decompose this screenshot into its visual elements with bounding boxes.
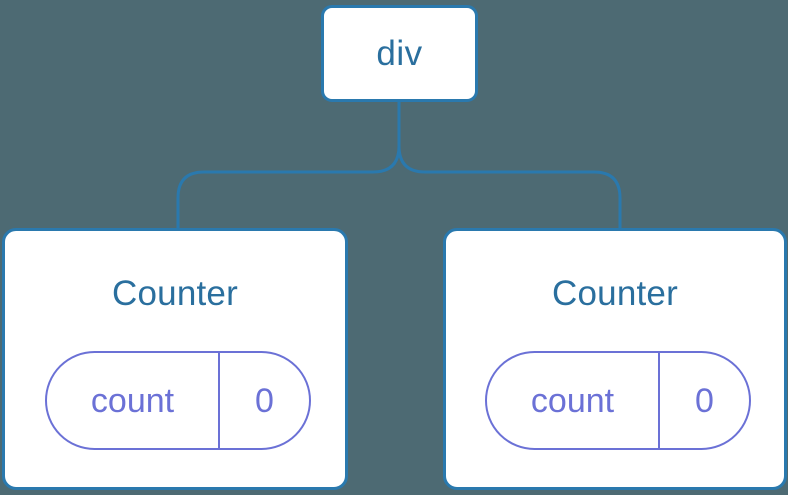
state-pill-1-value-cell: 0 bbox=[660, 353, 749, 448]
state-pill-0[interactable]: count 0 bbox=[45, 351, 311, 450]
node-counter-0-title: Counter bbox=[112, 274, 238, 313]
state-pill-1[interactable]: count 0 bbox=[485, 351, 751, 450]
node-counter-1[interactable]: Counter count 0 bbox=[443, 228, 787, 490]
state-pill-1-value: 0 bbox=[695, 381, 714, 420]
node-counter-0[interactable]: Counter count 0 bbox=[2, 228, 348, 490]
state-pill-1-key: count bbox=[530, 381, 615, 420]
node-counter-1-title: Counter bbox=[552, 274, 678, 313]
state-pill-0-value: 0 bbox=[255, 381, 274, 420]
state-pill-1-key-cell: count bbox=[487, 353, 660, 448]
state-pill-0-key: count bbox=[90, 381, 175, 420]
node-div[interactable]: div bbox=[321, 5, 478, 102]
node-div-label: div bbox=[376, 34, 423, 73]
state-pill-0-value-cell: 0 bbox=[220, 353, 309, 448]
state-pill-0-key-cell: count bbox=[47, 353, 220, 448]
